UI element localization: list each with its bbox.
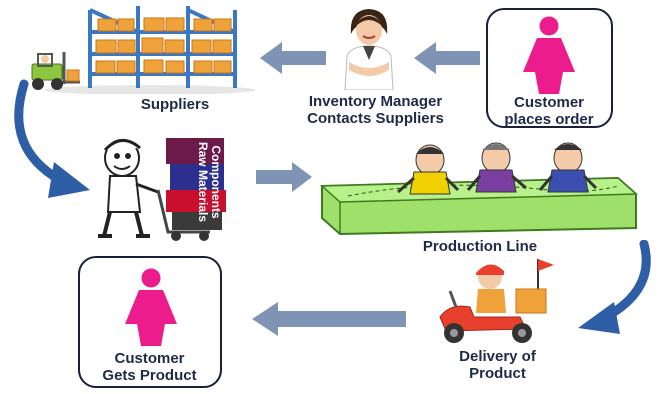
inventory-manager-line1: Inventory Manager <box>308 93 443 110</box>
arrow-customer-to-manager <box>412 40 482 76</box>
customer-gets-product-box: Customer Gets Product <box>78 256 222 388</box>
curved-arrow-production-to-delivery <box>570 240 660 340</box>
suppliers-label: Suppliers <box>140 96 210 113</box>
components-line1: Components <box>209 145 223 219</box>
components-line2: Raw Materials <box>196 141 210 223</box>
delivery-line1: Delivery of <box>459 348 536 365</box>
manager-woman-icon <box>333 4 405 90</box>
arrow-manager-to-suppliers <box>258 40 328 76</box>
components-amp: & <box>224 206 233 220</box>
customer-gets-line1: Customer <box>114 350 185 367</box>
customer-order-box: Customer places order <box>486 8 613 128</box>
warehouse-shelf-icon <box>20 2 255 94</box>
arrow-materials-to-production <box>254 160 314 194</box>
customer-order-line2: places order <box>504 111 594 128</box>
worker-with-cart-icon <box>88 132 248 244</box>
curved-arrow-suppliers-to-materials <box>2 78 97 208</box>
customer-gets-label: Customer Gets Product <box>80 350 219 384</box>
forklift-icon <box>24 50 84 92</box>
components-label: Components Raw Materials <box>188 127 223 237</box>
delivery-label: Delivery of Product <box>440 348 555 382</box>
inventory-manager-label: Inventory Manager Contacts Suppliers <box>283 93 468 127</box>
customer-order-line1: Customer <box>513 94 584 111</box>
customer-gets-line2: Gets Product <box>102 367 197 384</box>
assembly-workers-icon <box>318 138 643 238</box>
inventory-manager-line2: Contacts Suppliers <box>307 110 444 127</box>
production-line-label: Production Line <box>422 238 538 255</box>
customer-order-label: Customer places order <box>488 94 610 128</box>
customer-woman-icon <box>119 268 183 346</box>
arrow-delivery-to-customer <box>250 300 408 338</box>
delivery-scooter-icon <box>430 255 560 347</box>
customer-woman-icon <box>517 16 581 94</box>
delivery-line2: Product <box>469 365 526 382</box>
